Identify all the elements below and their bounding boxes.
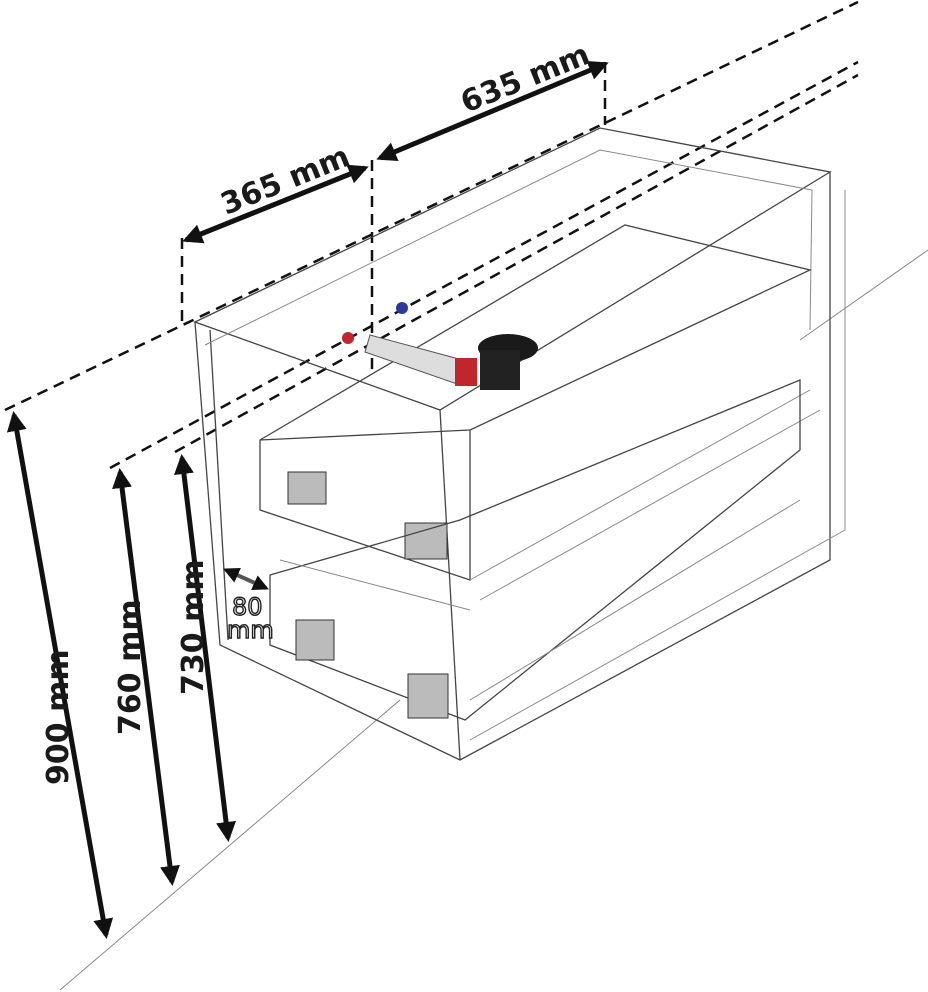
lower-drawer: [269, 379, 801, 721]
offset-unit-label: mm: [227, 616, 274, 644]
cold-water-valve-icon: [396, 302, 408, 314]
drawer-clip: [407, 673, 449, 719]
drawer-clip: [295, 619, 335, 661]
height-760-label: 760 mm: [113, 599, 148, 735]
drawer-clip: [404, 522, 448, 560]
offset-value-label: 80: [232, 593, 263, 621]
drawer-clip: [287, 471, 327, 505]
upper-drawer: [259, 224, 821, 601]
pipe-connector: [455, 358, 477, 386]
plumbing: [342, 302, 538, 390]
guide-lines: [4, 0, 859, 470]
height-900-label: 900 mm: [41, 649, 76, 785]
siphon-body: [480, 350, 520, 390]
drain-pipe: [364, 334, 471, 386]
height-730-label: 730 mm: [176, 559, 211, 695]
floor-line: [59, 249, 928, 991]
dimension-arrows: [6, 60, 609, 939]
hot-water-valve-icon: [342, 332, 354, 344]
cabinet: [193, 127, 846, 761]
